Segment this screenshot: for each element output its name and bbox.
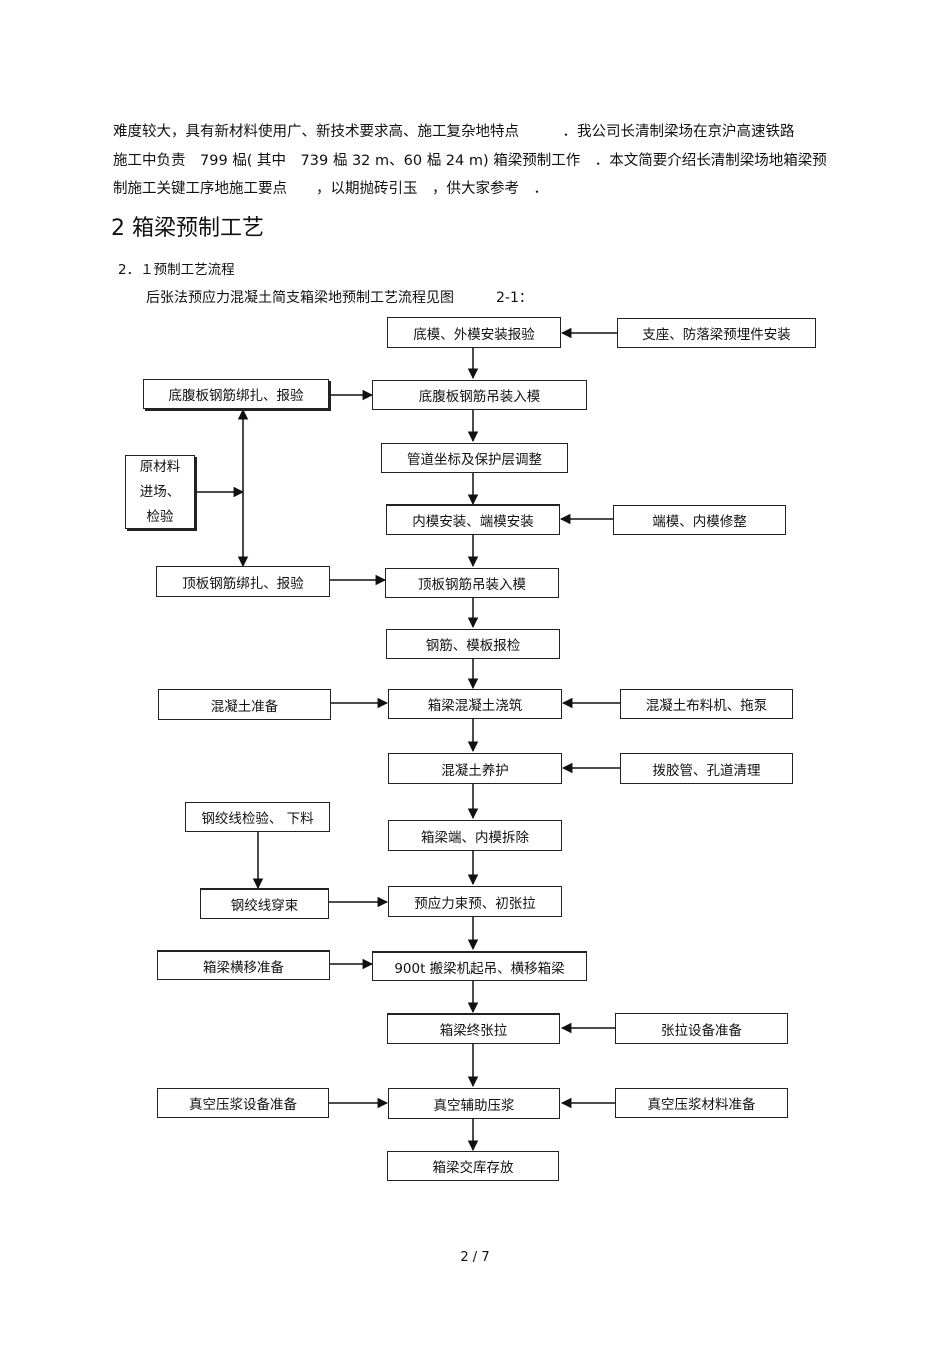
step-duct-adjust: 管道坐标及保护层调整 (381, 443, 568, 473)
box-label: 箱梁横移准备 (203, 959, 284, 976)
page-number: 2 / 7 (460, 1250, 490, 1265)
box-label-line: 检验 (146, 508, 174, 525)
box-label: 钢筋、模板报检 (425, 638, 521, 654)
side-vacuum-equip: 真空压浆设备准备 (157, 1088, 329, 1118)
side-tension-equip: 张拉设备准备 (615, 1013, 788, 1044)
box-label: 箱梁端、内模拆除 (421, 829, 529, 846)
side-distributor: 混凝土布料机、拖泵 (620, 689, 793, 719)
box-label: 端模、内模修整 (652, 514, 747, 530)
box-label-line: 进场、 (139, 483, 181, 500)
section-title: 2 箱梁预制工艺 (111, 216, 264, 241)
step-concrete-pour: 箱梁混凝土浇筑 (388, 689, 562, 719)
box-label: 预应力束预、初张拉 (414, 895, 536, 912)
box-label: 混凝土养护 (441, 762, 509, 779)
box-label: 箱梁终张拉 (439, 1023, 508, 1039)
side-raw-material: 原材料 进场、 检验 (125, 455, 195, 529)
paragraph-line: 难度较大，具有新材料使用广、新技术要求高、施工复杂地特点 ．我公司长清制梁场在京… (113, 124, 795, 140)
box-label: 混凝土布料机、拖泵 (645, 698, 768, 714)
box-label: 支座、防落梁预埋件安装 (642, 327, 791, 343)
flow-intro-text: 后张法预应力混凝土简支箱梁地预制工艺流程见图 2-1： (146, 290, 533, 306)
step-final-tension: 箱梁终张拉 (387, 1013, 560, 1044)
box-label: 混凝土准备 (210, 698, 279, 715)
body-paragraph: 难度较大，具有新材料使用广、新技术要求高、施工复杂地特点 ．我公司长清制梁场在京… (113, 118, 827, 204)
side-concrete-prep: 混凝土准备 (158, 689, 331, 720)
box-label: 顶板钢筋绑扎、报验 (182, 575, 304, 592)
box-label-line: 原材料 (139, 458, 181, 475)
paragraph-line: 制施工关键工序地施工要点 ，以期抛砖引玉 ，供大家参考 ． (113, 181, 548, 197)
box-label: 真空辅助压浆 (433, 1097, 515, 1114)
side-hole-clean: 拨胶管、孔道清理 (620, 753, 793, 784)
side-transverse-prep: 箱梁横移准备 (157, 950, 330, 980)
box-label: 钢绞线检验、 下料 (201, 811, 314, 827)
side-vacuum-material: 真空压浆材料准备 (615, 1088, 788, 1118)
box-label: 内模安装、端模安装 (412, 514, 534, 530)
box-label: 底腹板钢筋绑扎、报验 (168, 388, 304, 404)
step-formwork-install: 底模、外模安装报验 (387, 317, 561, 348)
step-concrete-curing: 混凝土养护 (388, 753, 562, 784)
step-form-removal: 箱梁端、内模拆除 (388, 820, 562, 851)
box-label: 底腹板钢筋吊装入模 (418, 389, 541, 405)
side-bearing-install: 支座、防落梁预埋件安装 (617, 318, 816, 348)
step-pre-tension: 预应力束预、初张拉 (388, 886, 562, 917)
step-lift-transverse: 900t 搬梁机起吊、横移箱梁 (372, 951, 587, 981)
subsection-title: 2．１预制工艺流程 (118, 262, 235, 278)
step-bottom-web-rebar-hoist: 底腹板钢筋吊装入模 (372, 380, 587, 410)
step-inner-form-install: 内模安装、端模安装 (386, 504, 560, 535)
box-label: 拨胶管、孔道清理 (652, 762, 761, 779)
box-label: 900t 搬梁机起吊、横移箱梁 (394, 960, 565, 977)
box-label: 钢绞线穿束 (230, 898, 299, 914)
side-bottom-web-rebar: 底腹板钢筋绑扎、报验 (143, 379, 329, 409)
box-label: 顶板钢筋吊装入模 (418, 577, 526, 593)
box-label: 真空压浆材料准备 (647, 1097, 756, 1113)
step-top-slab-rebar-hoist: 顶板钢筋吊装入模 (385, 568, 559, 598)
step-vacuum-grouting: 真空辅助压浆 (388, 1088, 560, 1119)
side-form-repair: 端模、内模修整 (613, 505, 786, 535)
step-storage: 箱梁交库存放 (387, 1151, 559, 1181)
box-label: 箱梁混凝土浇筑 (427, 698, 523, 714)
box-label: 真空压浆设备准备 (189, 1097, 297, 1113)
box-label: 张拉设备准备 (661, 1022, 742, 1039)
box-label: 箱梁交库存放 (432, 1160, 514, 1176)
paragraph-line: 施工中负责 799 榀( 其中 739 榀 32 m、60 榀 24 m) 箱梁… (113, 152, 827, 169)
step-rebar-form-inspect: 钢筋、模板报检 (386, 629, 560, 659)
side-strand-thread: 钢绞线穿束 (200, 888, 329, 919)
side-strand-inspect: 钢绞线检验、 下料 (185, 802, 330, 832)
box-label: 管道坐标及保护层调整 (407, 452, 542, 468)
side-top-slab-rebar: 顶板钢筋绑扎、报验 (156, 566, 330, 597)
box-label: 底模、外模安装报验 (413, 326, 535, 343)
